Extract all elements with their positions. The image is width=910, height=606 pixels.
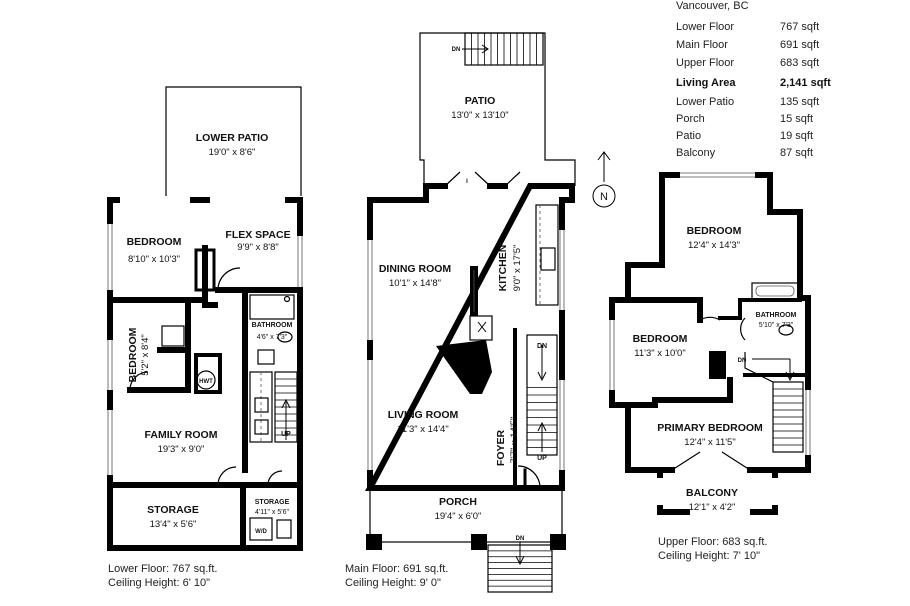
room-name-kitchen: KITCHEN: [497, 245, 509, 292]
upper-stair: DN: [738, 352, 804, 453]
room-dims-family-room: 19'3" x 9'0": [158, 444, 205, 455]
summary-label: Upper Floor: [676, 57, 734, 69]
room-dims-storage: 13'4" x 5'6": [150, 519, 197, 530]
lower-stair: UP: [274, 371, 298, 443]
room-dims-living-room: 11'3" x 14'4": [397, 424, 448, 435]
main-stair-up-label: UP: [537, 455, 547, 462]
room-name-primary-bedroom: PRIMARY BEDROOM: [657, 422, 763, 434]
summary-value: 691 sqft: [780, 39, 819, 51]
room-name-dining-room: DINING ROOM: [379, 263, 452, 275]
room-dims-patio: 13'0" x 13'10": [451, 110, 508, 121]
room-name-foyer: FOYER: [495, 429, 507, 466]
main-ceiling-caption: Ceiling Height: 9' 0": [345, 577, 441, 589]
room-name-lower-patio: LOWER PATIO: [196, 132, 269, 144]
lower-patio-outline: [165, 86, 302, 196]
room-dims-primary-bedroom: 12'4" x 11'5": [684, 437, 735, 448]
room-dims-balcony: 12'1" x 4'2": [689, 502, 736, 513]
main-stair: DN UP: [526, 334, 558, 462]
patio-stair-dn-label: DN: [452, 47, 461, 53]
summary-label: Main Floor: [676, 39, 728, 51]
room-name-balcony: BALCONY: [686, 487, 738, 499]
summary-value: 2,141 sqft: [780, 77, 831, 89]
room-name-porch: PORCH: [439, 496, 477, 508]
main-floor-caption: Main Floor: 691 sq.ft.: [345, 563, 448, 575]
upper-floor-caption: Upper Floor: 683 sq.ft.: [658, 536, 767, 548]
summary-label: Patio: [676, 130, 701, 142]
compass-label: N: [600, 191, 608, 203]
room-name-bedroom: BEDROOM: [127, 236, 182, 248]
north-compass: N: [592, 151, 616, 208]
room-name-upper-bedroom-mid: BEDROOM: [633, 333, 688, 345]
room-name-upper-bedroom: BEDROOM: [687, 225, 742, 237]
room-dims-bedroom: 8'10" x 10'3": [128, 254, 180, 265]
room-dims-storage-2: 4'11" x 5'6": [255, 509, 289, 516]
main-floor-plan: DN I: [345, 32, 576, 593]
summary-label: Porch: [676, 113, 705, 125]
room-dims-upper-bedroom-mid: 11'3" x 10'0": [634, 348, 685, 359]
summary-value: 87 sqft: [780, 147, 813, 159]
room-dims-flex-space: 9'9" x 8'8": [237, 242, 279, 253]
upper-floor-plan: DN BEDROOM 12'4" x 14'3" BEDROOM 11'3" x…: [608, 171, 812, 562]
patio-stair: DN: [452, 32, 544, 66]
room-dims-dining-room: 10'1" x 14'8": [389, 278, 441, 289]
room-name-bedroom-2: BEDROOM: [127, 327, 139, 382]
summary-label: Lower Floor: [676, 21, 734, 33]
summary-value: 19 sqft: [780, 130, 813, 142]
porch-stair-dn-label: DN: [516, 536, 525, 542]
summary-label: Balcony: [676, 147, 716, 159]
room-dims-porch: 19'4" x 6'0": [435, 511, 482, 522]
room-name-storage: STORAGE: [147, 504, 199, 516]
lower-floor-caption: Lower Floor: 767 sq.ft.: [108, 563, 217, 575]
hwt-label: HWT: [199, 379, 213, 385]
lower-stair-up-label: UP: [281, 431, 291, 438]
room-dims-kitchen: 9'0" x 17'5": [512, 245, 523, 292]
room-name-upper-bathroom: BATHROOM: [756, 312, 797, 319]
lower-floor-plan: HWT UP W/D LOWER PATIO 19'0" x 8'6" BEDR…: [106, 86, 304, 589]
lower-ceiling-caption: Ceiling Height: 6' 10": [108, 577, 210, 589]
room-name-storage-2: STORAGE: [255, 499, 290, 506]
summary-value: 135 sqft: [780, 96, 819, 108]
porch-stair: DN: [487, 536, 553, 593]
summary-value: 767 sqft: [780, 21, 819, 33]
summary-label: Living Area: [676, 77, 736, 89]
main-stair-dn-label: DN: [537, 343, 547, 350]
room-name-family-room: FAMILY ROOM: [145, 429, 218, 441]
summary-label: Lower Patio: [676, 96, 734, 108]
room-dims-foyer: 7'7" x 14'5": [509, 417, 520, 464]
room-name-lower-bathroom: BATHROOM: [252, 322, 293, 329]
upper-stair-dn-label: DN: [738, 358, 747, 364]
svg-text:I: I: [466, 179, 468, 185]
room-dims-lower-patio: 19'0" x 8'6": [209, 147, 256, 158]
summary-value: 15 sqft: [780, 113, 813, 125]
upper-ceiling-caption: Ceiling Height: 7' 10": [658, 550, 760, 562]
summary-location: Vancouver, BC: [676, 0, 749, 12]
porch-outline: [369, 487, 563, 543]
room-dims-bedroom-2: 5'2" x 8'4": [140, 334, 151, 376]
arrow-up-icon: [597, 151, 611, 161]
room-name-patio: PATIO: [465, 95, 496, 107]
summary-value: 683 sqft: [780, 57, 819, 69]
room-dims-lower-bathroom: 4'6" x 7'3": [257, 334, 288, 341]
room-dims-upper-bathroom: 5'10" x 7'3": [759, 322, 794, 329]
room-dims-upper-bedroom: 12'4" x 14'3": [688, 240, 740, 251]
room-name-flex-space: FLEX SPACE: [225, 229, 290, 241]
wd-label: W/D: [255, 529, 267, 535]
room-name-living-room: LIVING ROOM: [388, 409, 459, 421]
